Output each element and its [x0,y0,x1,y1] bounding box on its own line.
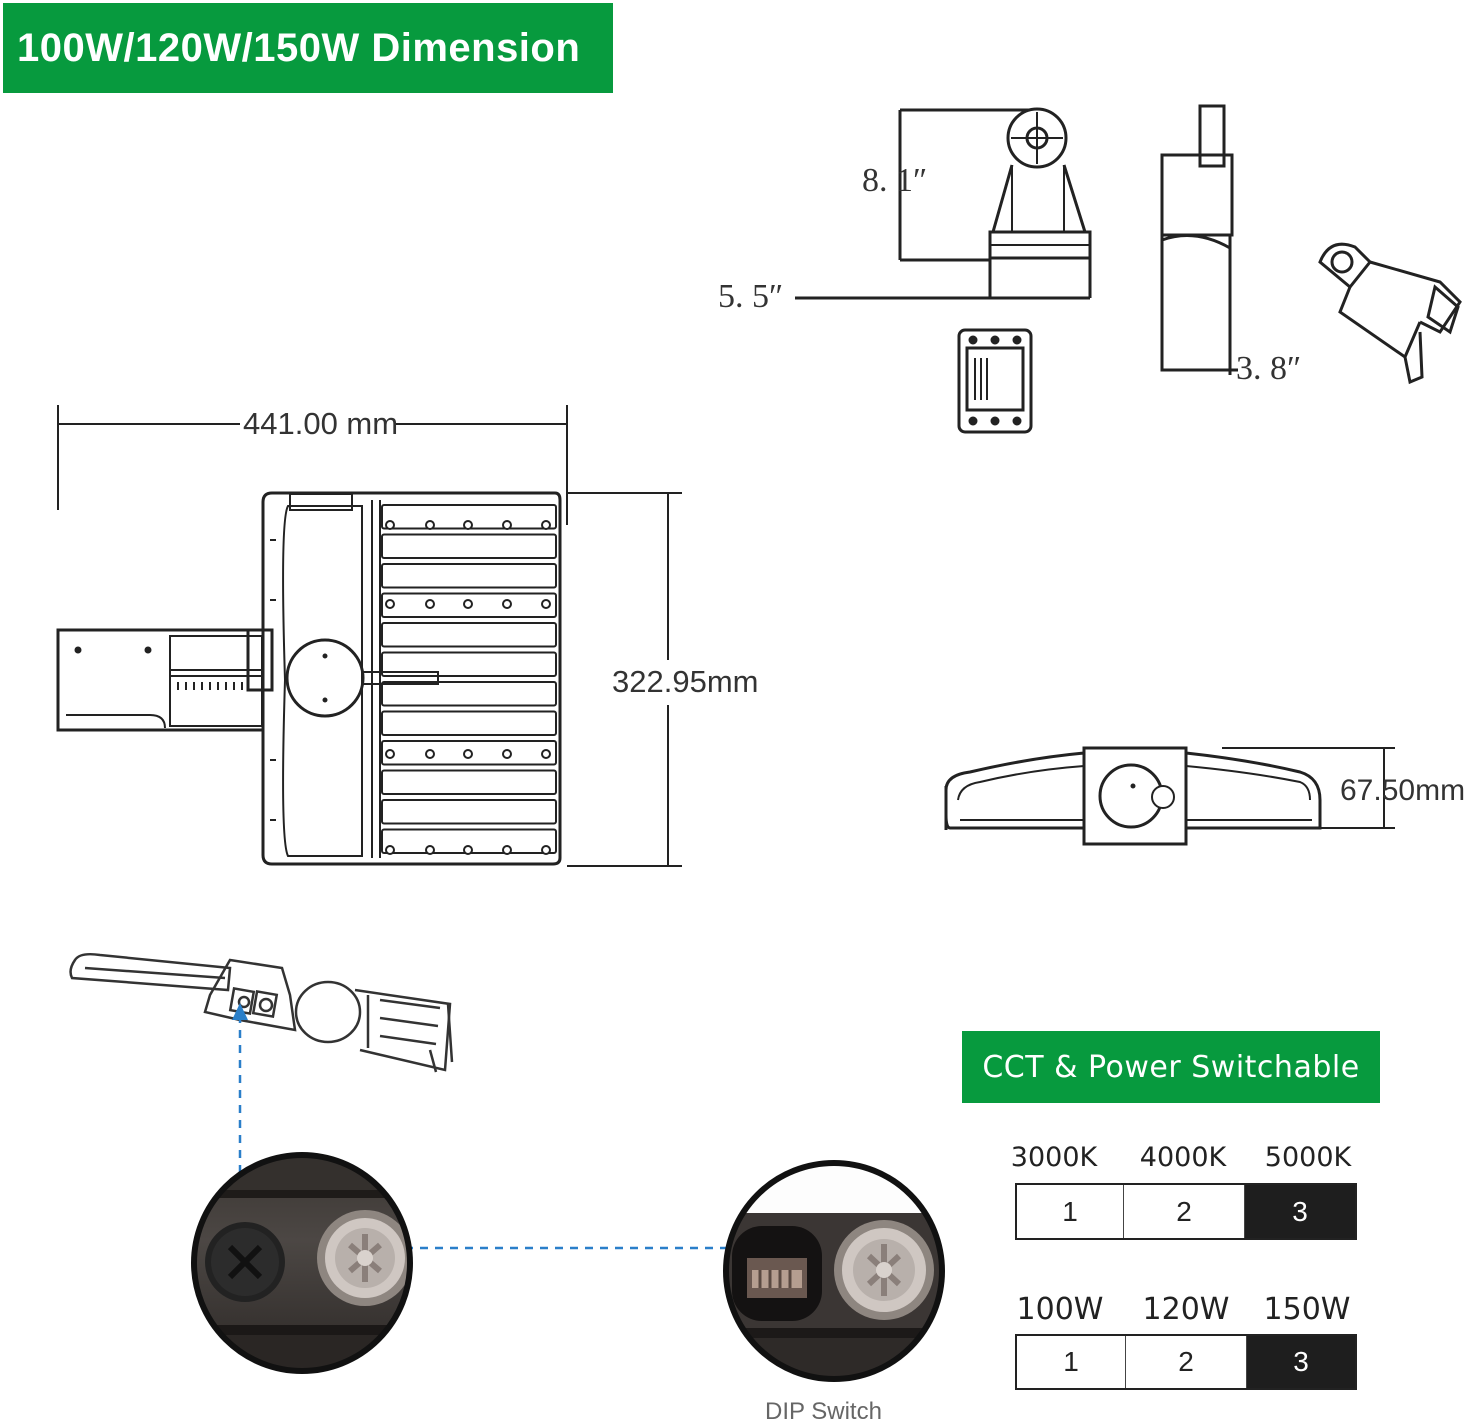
power-option-1[interactable]: 1 [1017,1336,1126,1388]
cct-option-1[interactable]: 1 [1017,1185,1124,1238]
power-label: 100W [1016,1292,1104,1327]
closeup-screw-photo [191,1152,413,1374]
power-option-2[interactable]: 2 [1126,1336,1247,1388]
closeup-dip-switch-photo [723,1160,945,1382]
bracket-plate-drawing [957,328,1033,434]
fixture-width-label: 441.00 mm [243,406,399,441]
cct-option-3[interactable]: 3 [1245,1185,1355,1238]
bracket-iso-drawing [1318,242,1462,385]
power-label: 120W [1142,1292,1230,1327]
power-label: 150W [1263,1292,1351,1327]
bracket-height-label: 8. 1″ [862,162,928,199]
dip-switch-caption: DIP Switch [765,1398,882,1425]
cct-option-row: 1 2 3 [1015,1183,1357,1240]
cct-label: 5000K [1264,1142,1352,1173]
power-option-3[interactable]: 3 [1247,1336,1355,1388]
cct-label: 4000K [1139,1142,1227,1173]
page-title: 100W/120W/150W Dimension [17,25,581,70]
power-label-row: 100W 120W 150W [1000,1292,1375,1327]
switch-panel-banner: CCT & Power Switchable [962,1031,1380,1103]
fixture-thickness-label: 67.50mm [1340,774,1466,807]
bracket-width-label: 5. 5″ [718,278,784,315]
cct-label-row: 3000K 4000K 5000K [995,1142,1375,1173]
power-option-row: 1 2 3 [1015,1334,1357,1390]
bracket-side-drawing [1160,104,1238,375]
cct-label: 3000K [1010,1142,1098,1173]
fixture-height-label: 322.95mm [612,664,759,699]
cct-option-2[interactable]: 2 [1124,1185,1245,1238]
bracket-depth-label: 3. 8″ [1236,350,1302,387]
page-title-banner: 100W/120W/150W Dimension [3,3,613,93]
switch-panel-title: CCT & Power Switchable [982,1049,1360,1085]
